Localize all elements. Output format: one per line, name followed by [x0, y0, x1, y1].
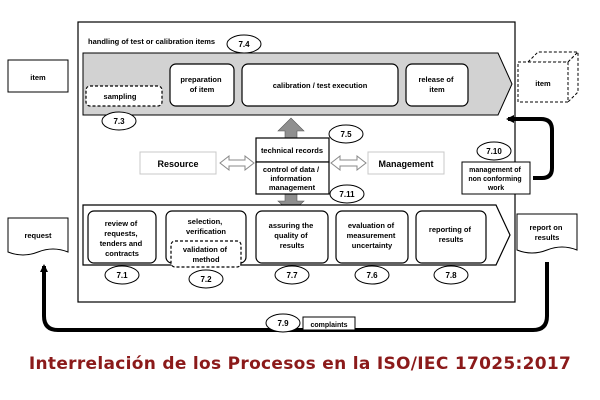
calibration-box [241, 63, 399, 107]
nonconforming-number-badge [476, 141, 512, 161]
item-right-box [517, 61, 569, 103]
reporting-number: 7.8 [445, 271, 457, 280]
nonconforming-number: 7.10 [486, 147, 502, 156]
nonconforming-feedback-arrow [506, 115, 554, 180]
technical-records-number: 7.5 [340, 130, 352, 139]
evaluation-label: evaluation of measurement uncertainty [347, 221, 398, 250]
preparation-box [169, 63, 235, 107]
technical-records-label: technical records [261, 146, 323, 155]
release-box [405, 63, 469, 107]
report-label: report on results [529, 223, 564, 242]
resource-double-arrow [219, 154, 255, 172]
control-data-number-badge [329, 184, 365, 204]
management-double-arrow [330, 154, 367, 172]
item-left-box [7, 59, 69, 93]
request-label: request [24, 231, 52, 240]
sampling-number: 7.3 [113, 117, 125, 126]
review-number-badge [104, 265, 140, 285]
header-number: 7.4 [238, 40, 250, 49]
release-label: release of item [418, 75, 455, 94]
selection-number-badge [188, 269, 224, 289]
nonconforming-label: management of non conforming work [468, 167, 523, 192]
evaluation-number-badge [354, 265, 390, 285]
assuring-number: 7.7 [286, 271, 298, 280]
validation-box [170, 240, 242, 268]
assuring-box [255, 210, 329, 264]
control-data-label: control of data / information management [263, 165, 321, 192]
reporting-label: reporting of results [429, 225, 473, 244]
up-gray-arrow [277, 117, 305, 139]
sampling-box [85, 85, 163, 107]
technical-records-number-badge [328, 124, 364, 144]
validation-label: validation of method [183, 245, 229, 264]
preparation-label: preparation of item [180, 75, 223, 94]
complaints-loop-arrow [40, 262, 549, 332]
selection-label: selection, verification [186, 217, 226, 236]
item-left-label: item [30, 73, 46, 82]
management-label: Management [378, 159, 433, 169]
report-document [516, 213, 578, 254]
diagram-caption: Interrelación de los Procesos en la ISO/… [28, 354, 572, 374]
nonconforming-box [461, 161, 531, 195]
technical-records-box [255, 137, 330, 163]
complaints-label: complaints [311, 322, 348, 329]
calibration-label: calibration / test execution [273, 81, 368, 90]
sampling-label: sampling [104, 92, 137, 101]
control-data-number: 7.11 [339, 190, 355, 199]
item-right-label: item [535, 79, 551, 88]
management-box [367, 151, 445, 175]
request-document [7, 217, 69, 256]
resource-label: Resource [157, 159, 198, 169]
complaints-box [302, 316, 356, 331]
evaluation-number: 7.6 [366, 271, 378, 280]
assuring-label: assuring the quality of results [269, 221, 316, 250]
review-box [87, 210, 157, 264]
assuring-number-badge [274, 265, 310, 285]
review-number: 7.1 [116, 271, 128, 280]
reporting-box [415, 210, 487, 264]
control-data-box [255, 161, 330, 195]
resource-box [139, 151, 217, 175]
review-label: review of requests, tenders and contract… [100, 219, 145, 258]
reporting-number-badge [433, 265, 469, 285]
selection-number: 7.2 [200, 275, 212, 284]
sampling-number-badge [101, 111, 137, 131]
evaluation-box [335, 210, 409, 264]
header-label: handling of test or calibration items [88, 37, 215, 46]
complaints-number-badge [265, 313, 301, 333]
complaints-number: 7.9 [277, 319, 289, 328]
